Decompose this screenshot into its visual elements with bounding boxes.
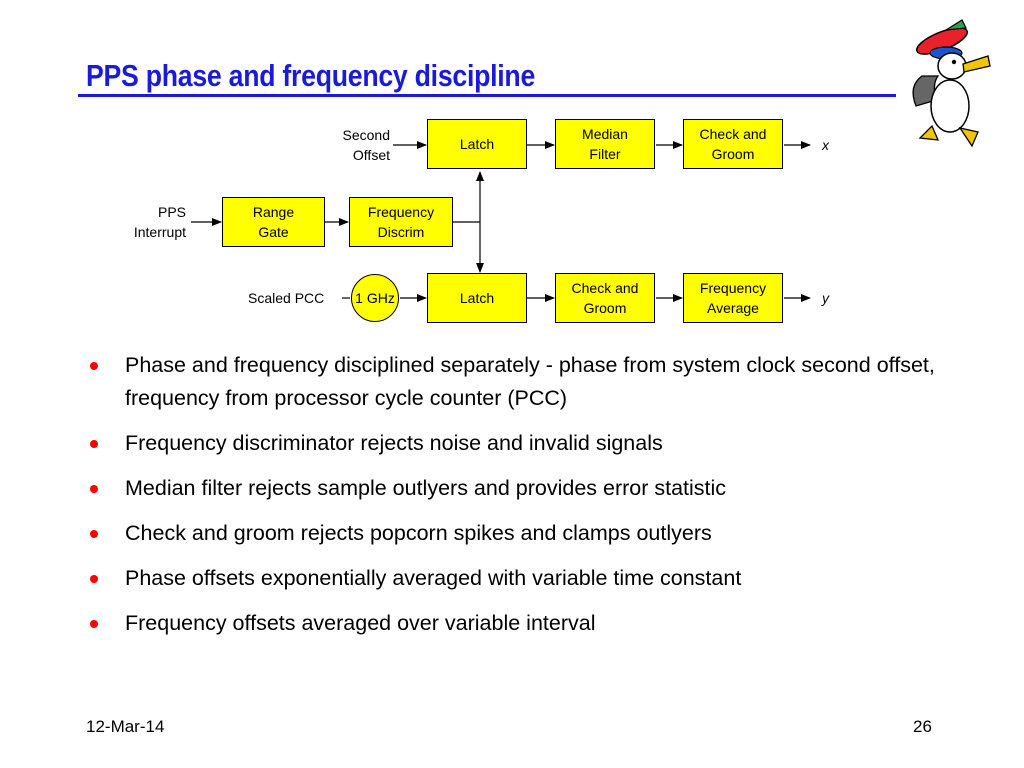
bullet-item: Phase offsets exponentially averaged wit… [90, 562, 970, 595]
bullet-dot-icon [90, 620, 98, 628]
block-latch-bottom: Latch [427, 273, 527, 323]
bullet-item: Frequency discriminator rejects noise an… [90, 427, 970, 460]
block-check-groom-bottom: Check and Groom [555, 273, 655, 323]
output-y: y [822, 290, 829, 306]
bullet-text: Check and groom rejects popcorn spikes a… [125, 521, 712, 545]
bullet-text: Phase offsets exponentially averaged wit… [125, 566, 742, 590]
oscillator-1ghz: 1 GHz [351, 274, 399, 322]
bullet-dot-icon [90, 485, 98, 493]
block-median-filter: Median Filter [555, 119, 655, 169]
duck-mascot-icon [912, 19, 991, 148]
bullet-text: Phase and frequency disciplined separate… [125, 353, 935, 410]
diagram-connectors [191, 141, 811, 302]
block-check-groom-top: Check and Groom [683, 119, 783, 169]
bullet-dot-icon [90, 530, 98, 538]
block-latch-top: Latch [427, 119, 527, 169]
label-second-offset: Second Offset [342, 127, 390, 163]
footer-date: 12-Mar-14 [86, 717, 165, 736]
label-scaled-pcc: Scaled PCC [248, 290, 325, 306]
bullet-item: Median filter rejects sample outlyers an… [90, 472, 970, 505]
block-diagram: Second Offset PPS Interrupt Scaled PCC L… [0, 0, 1024, 340]
bullet-dot-icon [90, 575, 98, 583]
bullet-item: Phase and frequency disciplined separate… [90, 349, 970, 415]
block-frequency-discrim: Frequency Discrim [349, 197, 453, 247]
bullet-item: Check and groom rejects popcorn spikes a… [90, 517, 970, 550]
bullet-text: Frequency discriminator rejects noise an… [125, 431, 663, 455]
label-pps-interrupt: PPS Interrupt [133, 204, 186, 240]
title-underline [78, 94, 896, 97]
bullet-text: Frequency offsets averaged over variable… [125, 611, 596, 635]
block-frequency-average: Frequency Average [683, 273, 783, 323]
page-number: 26 [913, 717, 932, 736]
bullet-item: Frequency offsets averaged over variable… [90, 607, 970, 640]
page-title: PPS phase and frequency discipline [86, 58, 536, 93]
bullet-list: Phase and frequency disciplined separate… [90, 349, 970, 652]
bullet-text: Median filter rejects sample outlyers an… [125, 476, 727, 500]
bullet-dot-icon [90, 440, 98, 448]
block-range-gate: Range Gate [222, 197, 325, 247]
output-x: x [822, 137, 829, 153]
bullet-dot-icon [90, 362, 98, 370]
